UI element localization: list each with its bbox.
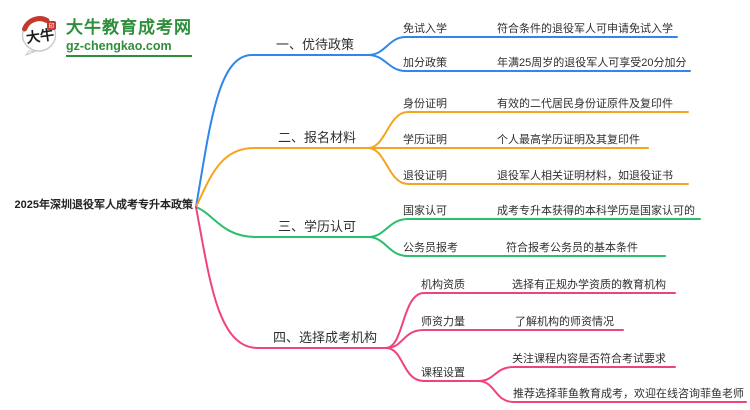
branch2-trunk-line [195, 147, 369, 208]
svg-text:印: 印 [49, 23, 55, 30]
branch3-child2-label: 公务员报考 [403, 242, 458, 254]
branch4-child1-note: 选择有正规办学资质的教育机构 [512, 279, 666, 291]
dainiu-bubble-icon: 大牛 印 [21, 16, 57, 56]
branch2-child3-note: 退役军人相关证明材料，如退役证书 [497, 170, 673, 182]
branch2-child2-label: 学历证明 [403, 134, 447, 146]
branch4-child2-note: 了解机构的师资情况 [515, 316, 614, 328]
branch4-child3-line [385, 347, 479, 382]
branch2-label: 二、报名材料 [278, 130, 357, 145]
branch2-child1-label: 身份证明 [403, 98, 447, 110]
logo-text-block: 大牛教育成考网 gz-chengkao.com [66, 13, 192, 57]
branch1-child2-label: 加分政策 [403, 57, 447, 69]
branch2-child3-label: 退役证明 [403, 170, 447, 182]
logo-title: 大牛教育成考网 [66, 18, 192, 37]
branch1-child1-note: 符合条件的退役军人可申请免试入学 [497, 23, 673, 35]
branch3-child1-line [367, 218, 701, 238]
branch4-trunk-line [195, 206, 387, 349]
branch2-child1-note: 有效的二代居民身份证原件及复印件 [497, 98, 673, 110]
svg-text:大牛: 大牛 [25, 26, 55, 46]
branch4-child1-label: 机构资质 [421, 279, 465, 291]
branch1-label: 一、优待政策 [276, 37, 355, 52]
branch4-label: 四、选择成考机构 [273, 330, 378, 345]
branch1-child1-line [367, 36, 678, 56]
branch4-child2-label: 师资力量 [421, 316, 465, 328]
branch2-child3-line [367, 147, 689, 185]
branch3-child1-note: 成考专升本获得的本科学历是国家认可的 [497, 205, 695, 217]
branch4-child3-note2-line [477, 380, 747, 403]
branch3-trunk-line [195, 206, 369, 238]
branch1-child1-label: 免试入学 [403, 23, 447, 35]
root-node: 2025年深圳退役军人成考专升本政策 [14, 199, 193, 211]
branch4-child3-note1-line [477, 366, 676, 382]
branch1-child2-line [367, 54, 691, 72]
branch3-child2-line [367, 236, 666, 257]
branch3-child1-label: 国家认可 [403, 205, 447, 217]
logo-domain: gz-chengkao.com [66, 39, 192, 57]
branch2-child1-line [367, 111, 689, 149]
branch4-child3-note1: 关注课程内容是否符合考试要求 [512, 353, 666, 365]
site-logo[interactable]: 大牛 印 大牛教育成考网 gz-chengkao.com [20, 13, 192, 57]
branch1-child2-note: 年满25周岁的退役军人可享受20分加分 [497, 57, 687, 69]
branch3-label: 三、学历认可 [278, 219, 357, 234]
branch4-child3-note2: 推荐选择菲鱼教育成考，欢迎在线咨询菲鱼老师 [513, 388, 744, 400]
branch2-child2-note: 个人最高学历证明及其复印件 [497, 134, 640, 146]
branch1-trunk-line [195, 54, 369, 208]
branch4-child1-line [385, 292, 676, 349]
branch3-child2-note: 符合报考公务员的基本条件 [506, 242, 638, 254]
branch4-child3-label: 课程设置 [421, 367, 465, 379]
branch4-child2-line [385, 329, 624, 349]
